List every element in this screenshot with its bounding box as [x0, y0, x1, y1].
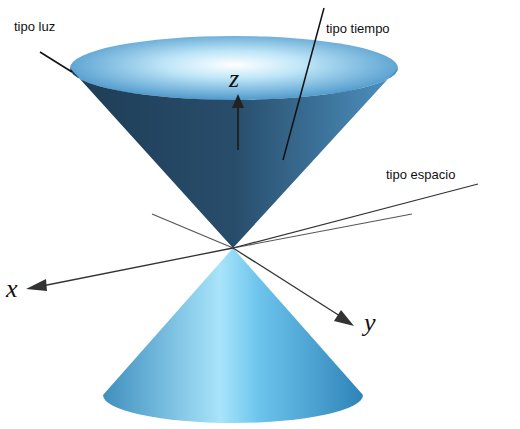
axis-label: y — [364, 310, 376, 336]
upper-cone-front — [70, 68, 398, 248]
upper-cone-opening — [70, 36, 398, 100]
z-arrowhead — [232, 94, 244, 108]
y-axis — [233, 248, 340, 316]
y-arrowhead — [334, 310, 354, 326]
axis-label: z — [229, 66, 239, 92]
light-like-label: tipo luz — [14, 20, 55, 33]
lightlike-line — [40, 52, 72, 72]
space-like-label: tipo espacio — [386, 168, 455, 181]
x-axis — [42, 248, 233, 286]
lower-cone — [103, 248, 363, 423]
axis-label: x — [6, 276, 18, 302]
timelike-line — [283, 8, 324, 160]
y-axis-back — [233, 214, 412, 248]
time-like-label: tipo tiempo — [326, 22, 390, 35]
z-axis — [237, 104, 239, 150]
x-arrowhead — [26, 279, 47, 291]
